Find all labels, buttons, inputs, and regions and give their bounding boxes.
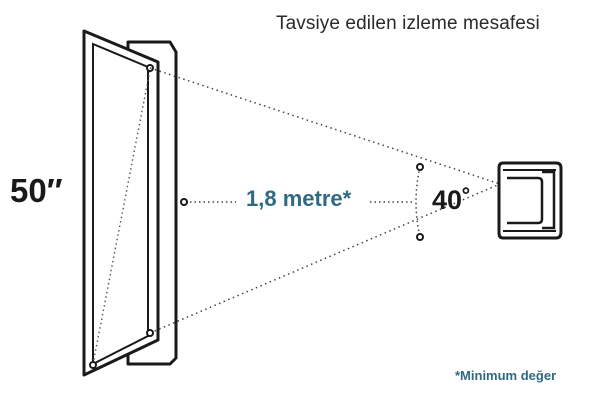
diagonal-bottom-dot — [89, 361, 97, 369]
angle-label: 40˚ — [432, 185, 472, 215]
page-title: Tavsiye edilen izleme mesafesi — [276, 13, 540, 34]
footnote: *Minimum değer — [455, 368, 557, 383]
distance-line — [180, 198, 414, 206]
tv-icon — [82, 29, 178, 377]
viewing-cone — [146, 67, 501, 337]
armchair-icon — [497, 161, 563, 240]
screen-size-label: 50″ — [10, 172, 63, 209]
distance-label: 1,8 metre* — [246, 186, 352, 211]
angle-arc — [415, 163, 424, 241]
